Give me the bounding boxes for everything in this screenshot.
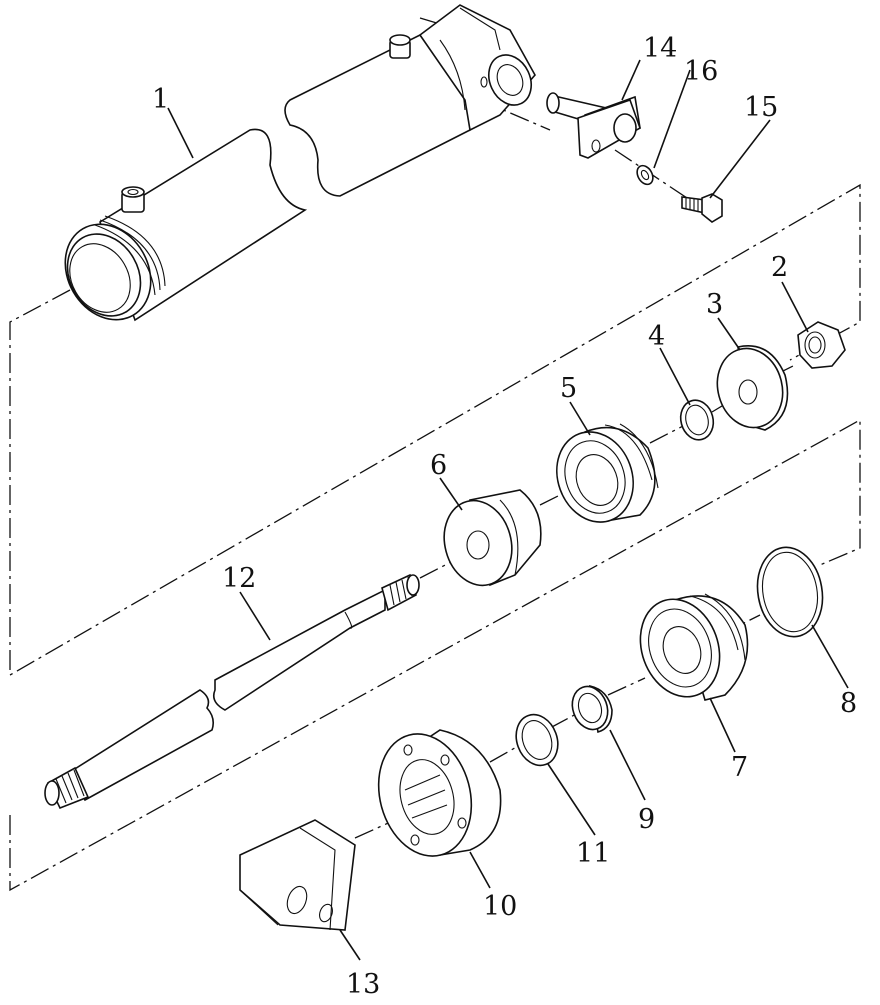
callout-9: 9 — [638, 804, 655, 835]
piston-washer — [716, 345, 789, 431]
spacer-bushing — [443, 489, 542, 587]
o-ring-small — [679, 399, 715, 441]
callout-11: 11 — [576, 838, 610, 869]
barrel-clevis-end — [284, 4, 536, 197]
callout-16: 16 — [684, 56, 718, 87]
leader-lines — [167, 59, 849, 961]
callout-12: 12 — [222, 563, 256, 594]
callout-4: 4 — [648, 321, 665, 352]
callout-1: 1 — [152, 84, 169, 115]
snap-ring — [515, 713, 559, 767]
end-cap — [377, 729, 502, 857]
hex-nut — [797, 321, 846, 369]
mounting-bracket — [239, 819, 356, 931]
rod-guide-gland — [639, 593, 749, 701]
hex-bolt — [681, 193, 723, 223]
piston-rod — [44, 573, 420, 810]
callout-15: 15 — [744, 92, 778, 123]
callout-13: 13 — [346, 969, 380, 1000]
seal-ring-large — [756, 546, 824, 638]
piston — [556, 423, 659, 523]
callout-2: 2 — [771, 252, 788, 283]
lock-washer — [636, 164, 654, 186]
callout-labels: 1 2 3 4 5 6 12 14 16 15 8 7 9 11 10 13 — [152, 33, 857, 1000]
pin-with-plate — [546, 92, 641, 159]
callout-14: 14 — [643, 33, 677, 64]
callout-8: 8 — [840, 688, 857, 719]
callout-10: 10 — [483, 891, 517, 922]
callout-7: 7 — [731, 752, 748, 783]
callout-3: 3 — [706, 289, 723, 320]
callout-5: 5 — [560, 373, 577, 404]
callout-6: 6 — [430, 450, 447, 481]
wiper-seal — [571, 684, 613, 734]
barrel-tube — [64, 128, 308, 322]
